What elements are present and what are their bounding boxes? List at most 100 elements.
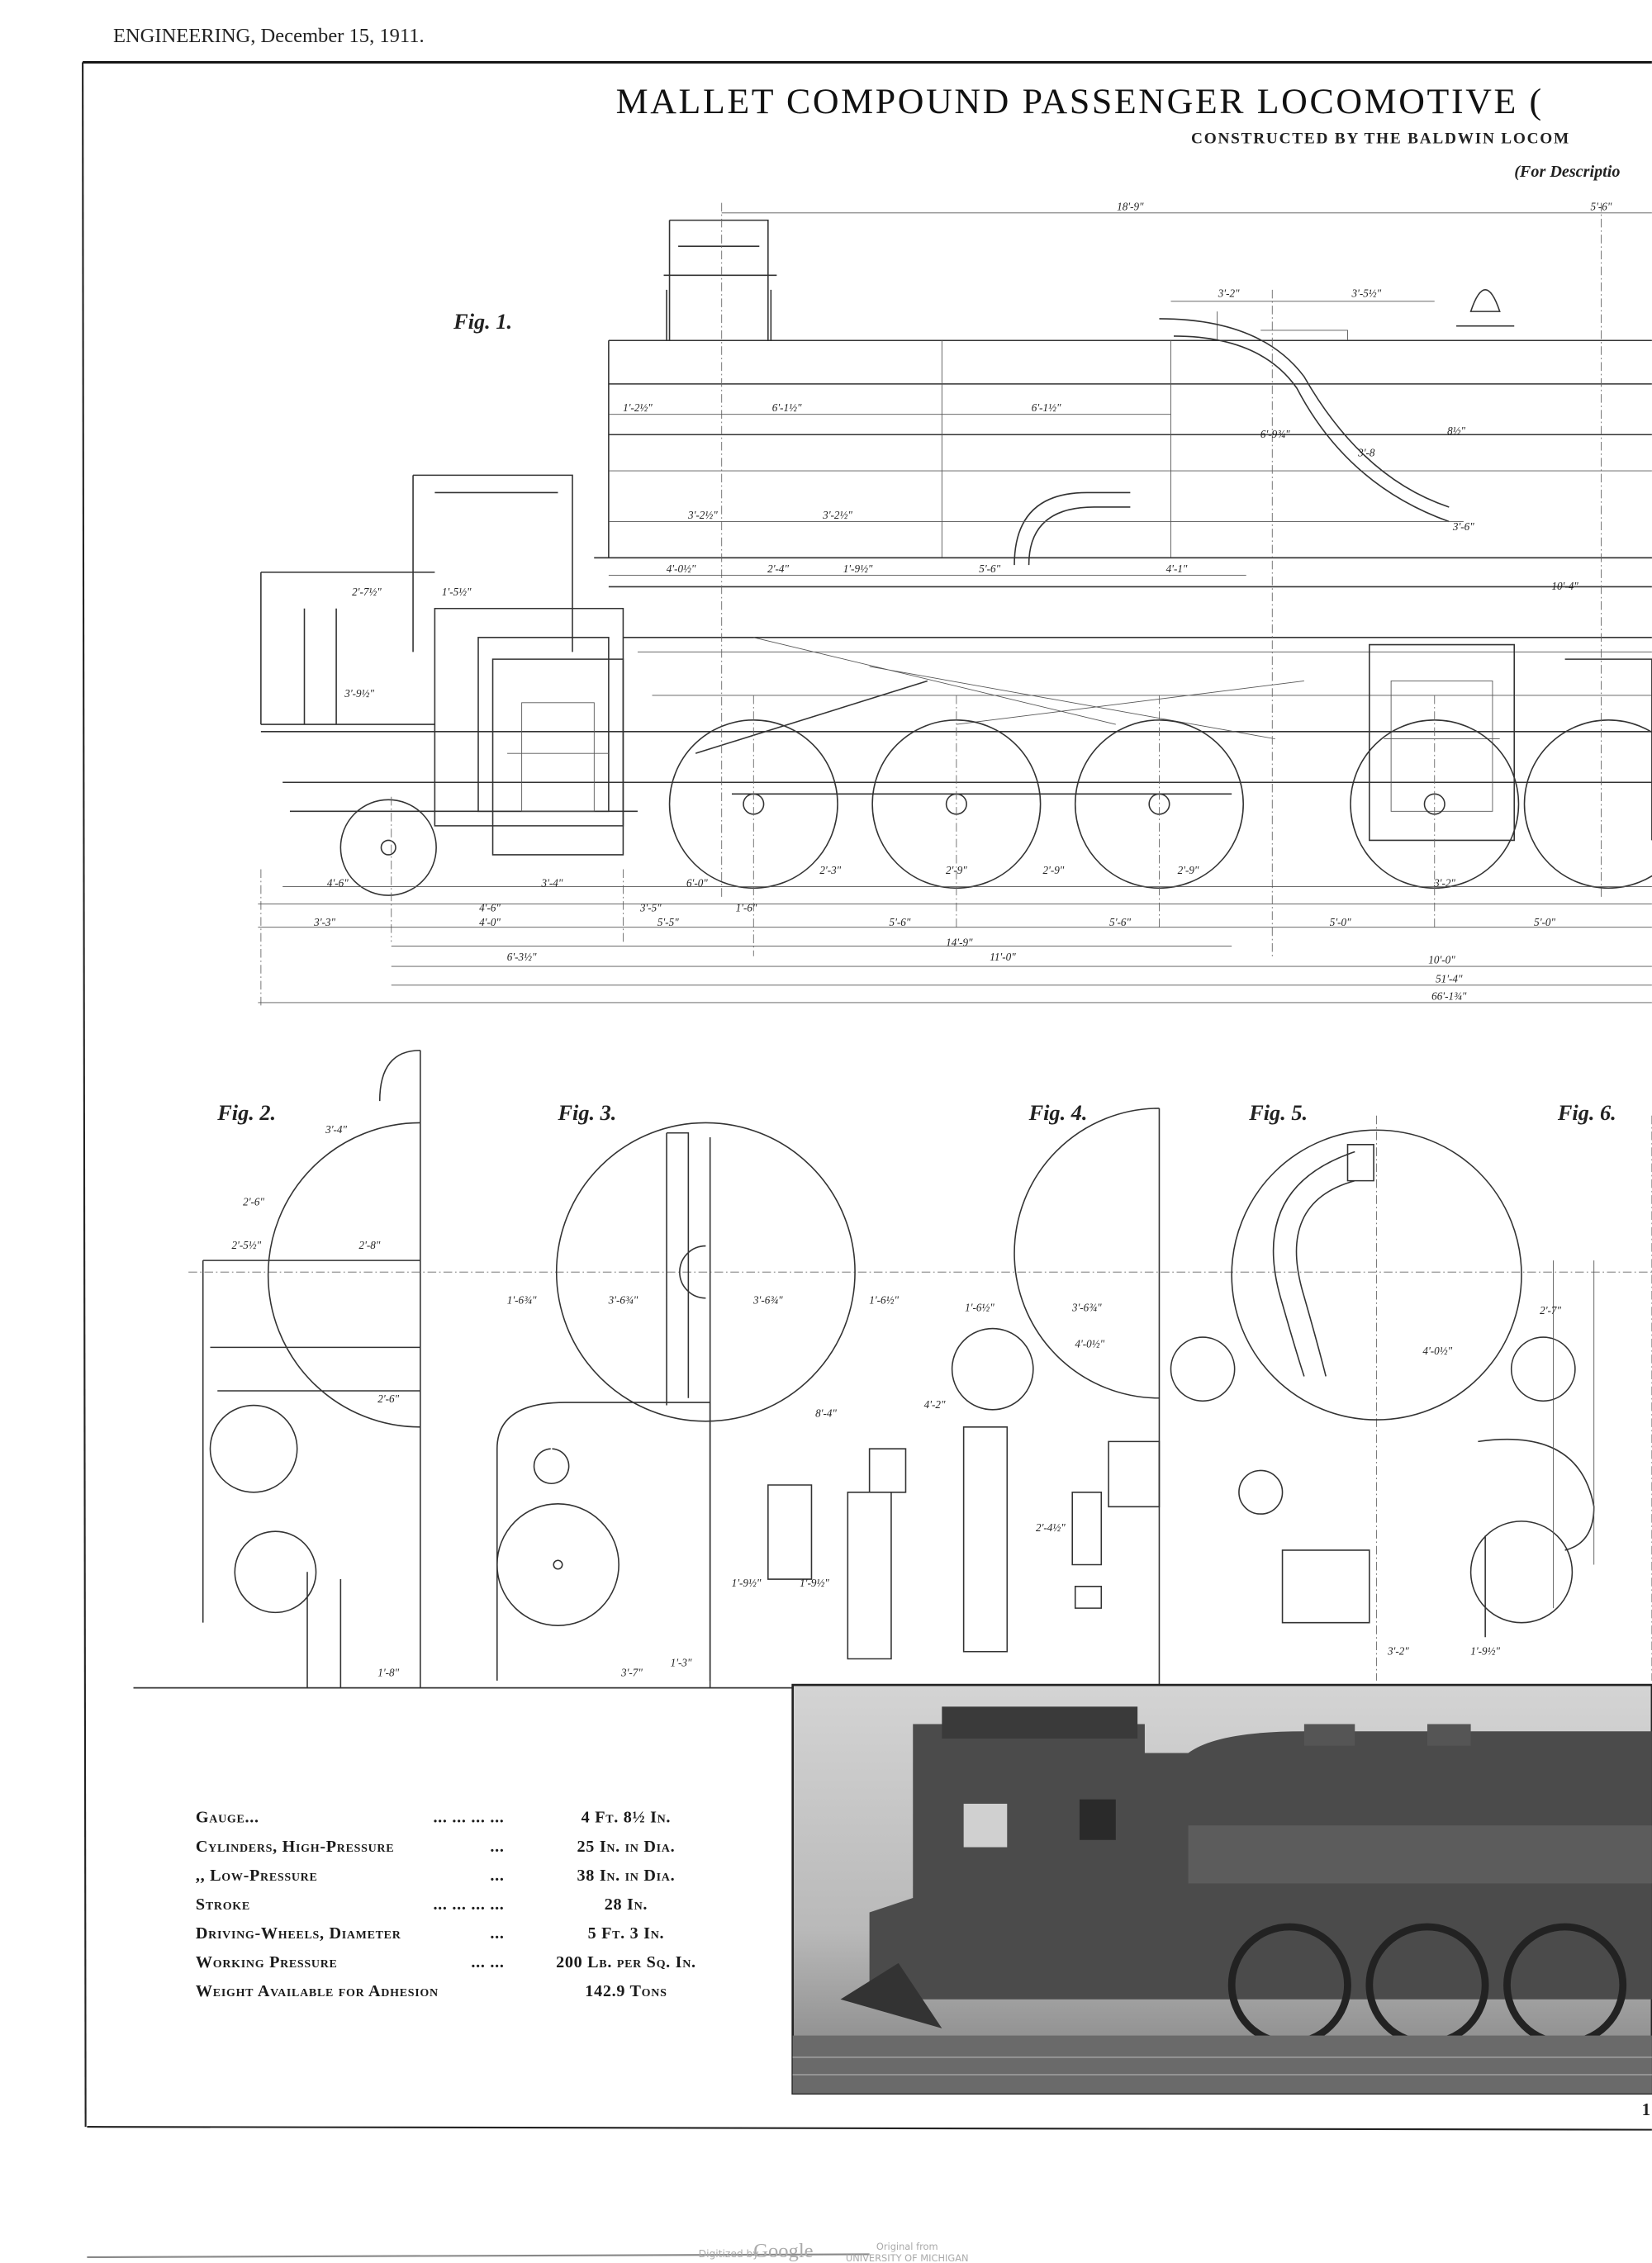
dimension-label: 4'-2"	[924, 1398, 946, 1411]
watermark-google: Google	[753, 2240, 813, 2262]
fig5-label: Fig. 5.	[1248, 1101, 1308, 1125]
dimension-label: 3'-2"	[1218, 287, 1240, 300]
dimension-label: 2'-5½"	[231, 1239, 261, 1251]
spec-value: 142.9 Tons	[585, 1982, 667, 2000]
dimension-label: 2'-9"	[1178, 864, 1199, 876]
dimension-label: 2'-6"	[243, 1195, 264, 1207]
watermark-original: Original from	[876, 2241, 938, 2252]
fig4-label: Fig. 4.	[1028, 1101, 1088, 1125]
dimension-label: 1'-6"	[736, 901, 757, 913]
dimension-label: 1'-6½"	[869, 1294, 899, 1307]
dimension-label: 3'-2½"	[822, 509, 852, 521]
scan-edge-line	[87, 2253, 870, 2259]
digitization-watermark: Digitized by Google Original from UNIVER…	[699, 2240, 969, 2263]
spec-label: Stroke	[196, 1895, 250, 1914]
dimension-label: 3'-6¾"	[608, 1294, 638, 1307]
dimension-label: 3'-3"	[313, 916, 335, 928]
fig3-label: Fig. 3.	[557, 1101, 616, 1125]
dimension-label: 14'-9"	[946, 936, 973, 948]
dimension-label: 2'-8"	[359, 1239, 381, 1251]
dimension-label: 3'-5½"	[1351, 287, 1381, 300]
dimension-label: 4'-0½"	[1422, 1345, 1452, 1357]
plate-subtitle: CONSTRUCTED BY THE BALDWIN LOCOM	[1191, 130, 1570, 148]
dimension-label: 5'-6"	[979, 562, 1000, 575]
dimension-label: 3'-6"	[1452, 520, 1474, 533]
dimension-label: 3'-4"	[541, 877, 563, 890]
spec-leader-dots: ... ... ... ...	[433, 1895, 504, 1914]
dimension-label: 4'-6"	[479, 901, 501, 913]
page-marker: 1	[1642, 2099, 1651, 2119]
spec-label: Driving-Wheels, Diameter	[196, 1924, 401, 1943]
spec-label: Cylinders, High-Pressure	[196, 1838, 394, 1856]
left-border	[82, 62, 87, 2128]
dimension-label: 3'-4"	[325, 1123, 347, 1136]
description-note: (For Descriptio	[1514, 163, 1620, 181]
dimension-label: 2'-9"	[946, 864, 967, 876]
spec-leader-dots: ...	[490, 1838, 504, 1856]
dimension-label: 3'-5"	[639, 901, 662, 913]
dimension-label: 1'-9½"	[843, 562, 873, 575]
fig2-label: Fig. 2.	[216, 1101, 276, 1125]
dimension-label: 1'-9½"	[1470, 1644, 1500, 1657]
dimension-label: 1'-8"	[377, 1667, 399, 1679]
spec-leader-dots: ... ...	[471, 1953, 504, 1971]
dimension-label: 2'-7"	[1540, 1304, 1561, 1317]
dimension-label: 3'-8	[1357, 447, 1375, 459]
watermark-digitized: Digitized by	[699, 2248, 759, 2260]
spec-row: Gauge... ... ... ... ... 4 Ft. 8½ In.	[196, 1809, 671, 1827]
dimension-label: 4'-0½"	[667, 562, 696, 575]
spec-value: 25 In. in Dia.	[577, 1838, 676, 1856]
plate-title: MALLET COMPOUND PASSENGER LOCOMOTIVE (	[616, 82, 1544, 121]
dimension-label: 3'-2½"	[687, 509, 718, 521]
spec-value: 5 Ft. 3 In.	[588, 1924, 665, 1943]
dimension-label: 5'-0"	[1330, 916, 1351, 928]
dimension-label: 2'-4"	[767, 562, 789, 575]
spec-label: Weight Available for Adhesion	[196, 1982, 439, 2000]
dimension-label: 2'-4½"	[1036, 1521, 1066, 1534]
dimension-label: 5'-6"	[1591, 200, 1612, 212]
spec-label: Working Pressure	[196, 1953, 338, 1971]
dimension-label: 6'-1½"	[772, 401, 802, 414]
dimension-label: 6'-3½"	[507, 951, 537, 963]
dimension-label: 3'-6¾"	[752, 1294, 783, 1307]
dimension-label: 5'-0"	[1534, 916, 1555, 928]
spec-leader-dots: ...	[490, 1924, 504, 1943]
dimension-label: 1'-2½"	[623, 401, 653, 414]
fig1-dimension-labels: 18'-9"5'-6"3'-2"3'-5½"1'-2½"6'-1½"6'-1½"…	[313, 200, 1612, 1002]
fig1-label: Fig. 1.	[453, 310, 512, 334]
cross-section-figures: Fig. 2. Fig. 3. Fig. 4. Fig. 5. Fig. 6.	[133, 1049, 1652, 1689]
dimension-label: 10'-0"	[1428, 954, 1455, 966]
dimension-label: 4'-1"	[1166, 562, 1188, 575]
spec-label: Gauge...	[196, 1809, 259, 1827]
dimension-label: 8½"	[1447, 425, 1465, 437]
dimension-label: 1'-6½"	[965, 1302, 995, 1314]
dimension-label: 3'-9½"	[344, 687, 374, 700]
dimension-label: 4'-0½"	[1075, 1337, 1104, 1350]
locomotive-photograph	[791, 1683, 1652, 2095]
specifications-table: Gauge...... ... ... ...4 Ft. 8½ In.Cylin…	[196, 1809, 695, 2000]
dimension-label: 3'-2"	[1433, 877, 1455, 890]
running-head: ENGINEERING, December 15, 1911.	[113, 25, 425, 47]
dimension-label: 1'-9½"	[732, 1577, 762, 1589]
spec-label: ,, Low-Pressure	[196, 1867, 318, 1885]
dimension-label: 51'-4"	[1436, 972, 1463, 984]
dimension-label: 10'-4"	[1551, 580, 1578, 592]
bottom-rule	[87, 2126, 1652, 2131]
dimension-label: 1'-5½"	[442, 586, 472, 598]
dimension-label: 4'-6"	[327, 877, 349, 890]
spec-value: 4 Ft. 8½ In.	[582, 1809, 672, 1827]
spec-leader-dots: ... ... ... ...	[433, 1809, 504, 1827]
dimension-label: 1'-9½"	[800, 1577, 829, 1589]
dimension-label: 3'-6¾"	[1071, 1302, 1102, 1314]
spec-row: Working Pressure... ...200 Lb. per Sq. I…	[196, 1953, 695, 1971]
dimension-label: 5'-6"	[890, 916, 911, 928]
dimension-label: 2'-7½"	[352, 586, 382, 598]
dimension-label: 2'-6"	[377, 1392, 399, 1405]
dimension-label: 5'-6"	[1109, 916, 1131, 928]
dimension-label: 3'-7"	[620, 1667, 643, 1679]
section-dimension-labels: 3'-4"2'-6"2'-5½"2'-8"2'-6"1'-6¾"3'-6¾"3'…	[231, 1123, 1561, 1679]
spec-value: 28 In.	[605, 1895, 648, 1914]
dimension-label: 6'-1½"	[1032, 401, 1061, 414]
spec-row: Cylinders, High-Pressure... 25 In. in Dia…	[196, 1838, 675, 1856]
